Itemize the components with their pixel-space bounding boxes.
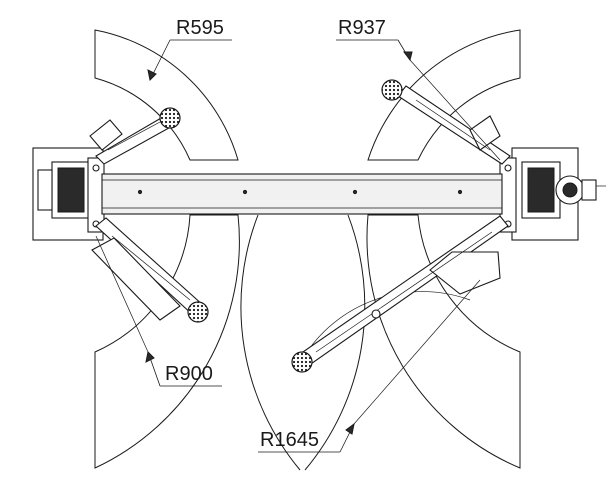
- swing-area-bottom-left: [94, 214, 240, 469]
- arm-bottom-left: [91, 217, 209, 323]
- dimension-leader-r595: [147, 39, 232, 82]
- dimension-leader-r937: [336, 39, 501, 161]
- dimension-label-r900: R900: [165, 363, 213, 385]
- swing-area-top-left: [94, 29, 239, 161]
- lift-pad-top-left: [159, 107, 181, 129]
- left-column: [32, 147, 105, 241]
- right-column: [499, 147, 606, 241]
- swing-area-center: [240, 214, 471, 471]
- arm-top-right: [381, 79, 511, 165]
- dimension-leader-r1645: [258, 279, 481, 453]
- arm-top-left: [89, 107, 181, 165]
- lift-pad-bottom-left: [187, 301, 209, 323]
- swing-area-top-right: [367, 29, 521, 161]
- motor-unit: [555, 175, 606, 205]
- dimension-label-r595: R595: [176, 17, 224, 39]
- dimension-label-r937: R937: [338, 17, 386, 39]
- cross-beam: [101, 173, 503, 215]
- swing-area-bottom-right: [366, 214, 521, 469]
- lift-pad-top-right: [381, 79, 403, 101]
- dimension-label-r1645: R1645: [260, 429, 319, 451]
- dimension-leader-r900: [95, 235, 222, 387]
- arm-bottom-right: [291, 215, 509, 373]
- lift-pad-bottom-right: [291, 351, 313, 373]
